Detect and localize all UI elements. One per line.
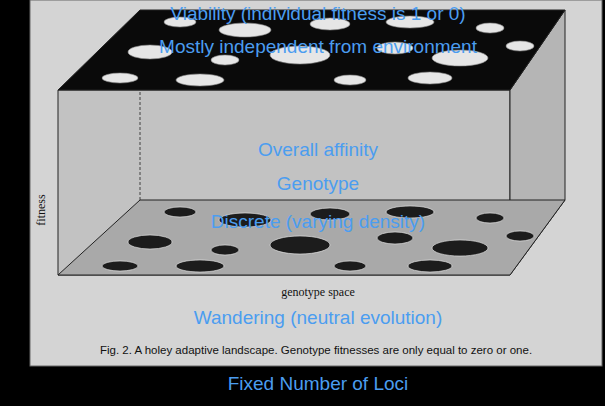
hole-shadow <box>270 236 330 254</box>
top-holes <box>102 16 534 86</box>
overlay-note: Viability (individual fitness is 1 or 0) <box>170 4 465 25</box>
hole <box>102 73 138 83</box>
hole-shadow <box>506 231 534 241</box>
overlay-note: Overall affinity <box>258 140 378 161</box>
figure-caption: Fig. 2. A holey adaptive landscape. Geno… <box>100 344 532 357</box>
hole-shadow <box>176 260 224 272</box>
axis-label: fitness <box>35 194 48 225</box>
hole <box>334 75 366 85</box>
bottom-holes <box>102 206 534 272</box>
hole-shadow <box>408 260 452 272</box>
hole-shadow <box>102 261 138 271</box>
overlay-note: Fixed Number of Loci <box>228 374 409 395</box>
hole <box>176 74 224 86</box>
bottom-plane <box>58 200 565 275</box>
overlay-note: Genotype <box>277 174 359 195</box>
overlay-note: Wandering (neutral evolution) <box>194 308 443 329</box>
hole <box>408 72 452 84</box>
axis-label: genotype space <box>281 286 355 299</box>
hole-shadow <box>476 213 504 223</box>
figure-border <box>30 0 602 366</box>
hole <box>506 41 534 51</box>
hole-shadow <box>377 232 413 244</box>
hole-shadow <box>211 245 239 255</box>
overlay-note: Discrete (varying density) <box>211 212 425 233</box>
figure-paper <box>30 0 602 366</box>
hole-shadow <box>432 240 488 256</box>
overlay-note: Mostly independent from environment <box>159 37 477 58</box>
hole <box>476 23 504 33</box>
hole <box>219 23 271 37</box>
hole-shadow <box>164 207 196 217</box>
hole-shadow <box>334 261 366 271</box>
hole-shadow <box>128 235 172 249</box>
